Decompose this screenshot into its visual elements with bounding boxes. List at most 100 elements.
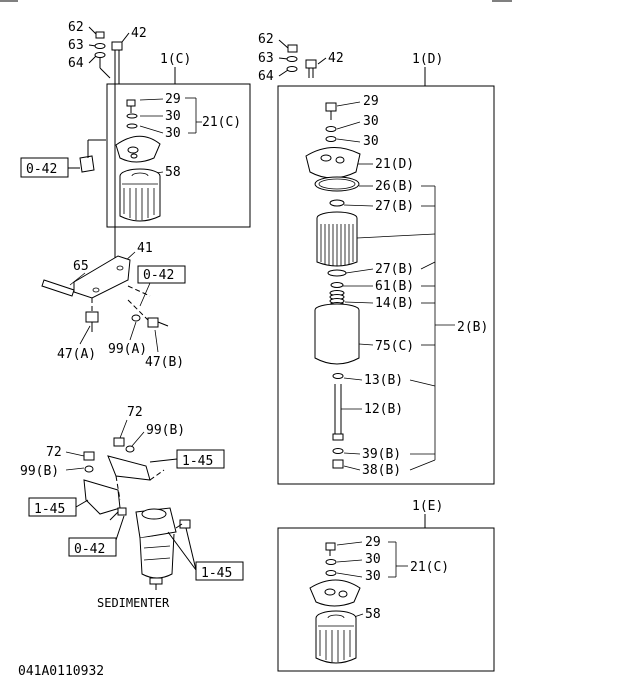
callout-63: 63 [258, 51, 274, 66]
callout-21c: 21(C) [202, 115, 241, 130]
o-ring-27b [329, 199, 345, 207]
callout-75c: 75(C) [375, 339, 414, 354]
sedimenter-bracket-lower [83, 479, 121, 515]
assembly-box-1e [277, 527, 495, 672]
callout-29: 29 [165, 92, 181, 107]
callout-42: 42 [131, 26, 147, 41]
bracket-0-42 [79, 155, 95, 173]
ref-0-42: 0-42 [143, 268, 174, 283]
callout-26b: 26(B) [375, 179, 414, 194]
bolt-29 [325, 542, 336, 551]
washer-64 [94, 52, 106, 58]
bolt-29 [126, 99, 136, 107]
plug-38b [332, 459, 344, 469]
assembly-box-1d [277, 85, 495, 485]
washer-30 [126, 123, 138, 129]
callout-58: 58 [165, 165, 181, 180]
assembly-label-1e: 1(E) [412, 499, 443, 514]
washer-99b [125, 445, 135, 453]
washer-30 [325, 570, 337, 576]
callout-62: 62 [68, 20, 84, 35]
bracket-assembly: 65 41 0-42 47(A) 99(A) 47(B) [41, 241, 186, 370]
nut-62 [95, 31, 105, 39]
pin-65 [41, 279, 75, 297]
callout-30: 30 [365, 569, 381, 584]
assembly-1e: 1(E) 29 30 30 21(C) 58 [277, 499, 495, 672]
ref-1-45: 1-45 [201, 566, 232, 581]
callout-42: 42 [328, 51, 344, 66]
bolt-1-45 [179, 519, 191, 529]
nut-62 [287, 44, 298, 53]
callout-99b: 99(B) [20, 464, 59, 479]
callout-64: 64 [258, 69, 274, 84]
ref-1-45: 1-45 [182, 454, 213, 469]
callout-62: 62 [258, 32, 274, 47]
callout-39b: 39(B) [362, 447, 401, 462]
assembly-label-1c: 1(C) [160, 52, 191, 67]
callout-65: 65 [73, 259, 89, 274]
o-ring-13b [332, 373, 344, 379]
bowl-75c [314, 303, 360, 365]
washer-30 [126, 113, 138, 119]
callout-47b: 47(B) [145, 355, 184, 370]
filter-cartridge-58 [119, 168, 161, 222]
washer-30 [325, 136, 337, 142]
sedimenter-body [135, 507, 177, 590]
callout-41: 41 [137, 241, 153, 256]
callout-61b: 61(B) [375, 279, 414, 294]
ref-0-42: 0-42 [74, 542, 105, 557]
callout-58: 58 [365, 607, 381, 622]
washer-99a [131, 314, 141, 322]
callout-72: 72 [46, 445, 62, 460]
washer-63 [286, 56, 298, 62]
bolt-29 [325, 102, 337, 112]
sedimenter-bracket-upper [107, 455, 151, 481]
callout-2b: 2(B) [457, 320, 488, 335]
callout-30: 30 [363, 134, 379, 149]
nut-72 [113, 437, 125, 447]
filter-cartridge-58 [315, 610, 357, 664]
seal-ring-26b [314, 176, 360, 192]
ref-1-45: 1-45 [34, 502, 65, 517]
rod-12b [332, 384, 344, 441]
callout-30: 30 [365, 552, 381, 567]
filter-element [316, 211, 358, 267]
sedimenter-label: SEDIMENTER [97, 596, 170, 610]
callout-12b: 12(B) [364, 402, 403, 417]
callout-30: 30 [165, 109, 181, 124]
callout-21c: 21(C) [410, 560, 449, 575]
assembly-box-1c [106, 83, 251, 228]
bracket-41 [73, 255, 131, 299]
washer-63 [94, 43, 106, 49]
assembly-1c: 62 63 64 42 1(C) 29 30 30 21(C) [20, 20, 251, 228]
callout-38b: 38(B) [362, 463, 401, 478]
ref-0-42: 0-42 [26, 162, 57, 177]
o-ring-27b [327, 269, 347, 277]
nut-72 [83, 451, 95, 461]
ref-box-0-42 [137, 265, 186, 284]
callout-30: 30 [165, 126, 181, 141]
washer-61b [330, 282, 344, 288]
callout-64: 64 [68, 56, 84, 71]
ref-box-1-45 [195, 561, 244, 581]
callout-29: 29 [363, 94, 379, 109]
bolt-47b [147, 317, 159, 328]
washer-30 [325, 126, 337, 132]
figure-id: 041A0110932 [18, 664, 104, 679]
callout-99a: 99(A) [108, 342, 147, 357]
bolt-42 [111, 41, 123, 51]
sedimenter-assembly: 72 99(B) 72 99(B) 1-45 1-45 0-42 [20, 405, 244, 610]
assembly-1d: 62 63 64 42 1(D) 29 30 30 21(D) [258, 32, 495, 485]
callout-63: 63 [68, 38, 84, 53]
washer-64 [286, 66, 298, 72]
washer-30 [325, 559, 337, 565]
filter-head-21d [305, 147, 361, 179]
callout-27b: 27(B) [375, 199, 414, 214]
callout-13b: 13(B) [364, 373, 403, 388]
washer-39b [332, 448, 344, 454]
bolt-47a [85, 311, 99, 323]
callout-14b: 14(B) [375, 296, 414, 311]
callout-27b: 27(B) [375, 262, 414, 277]
callout-72: 72 [127, 405, 143, 420]
bolt-42 [305, 59, 317, 69]
